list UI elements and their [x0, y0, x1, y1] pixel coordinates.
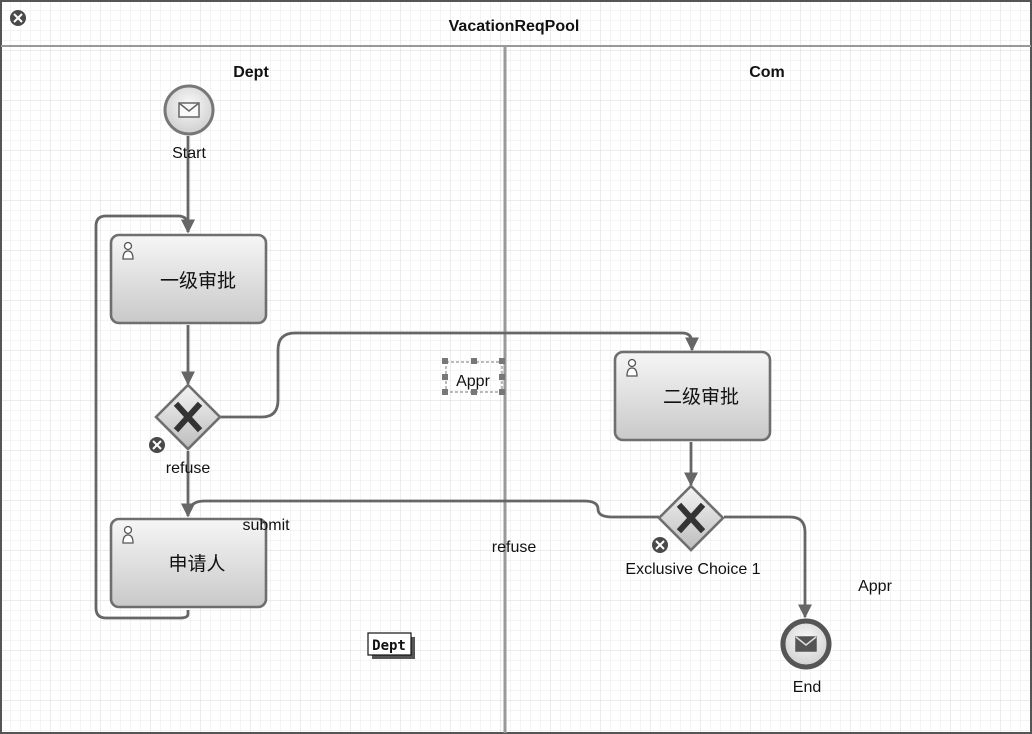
flow-label-submit[interactable]: submit	[242, 517, 290, 534]
task-level1[interactable]: 一级审批	[109, 233, 268, 325]
gateway-2[interactable]	[657, 484, 725, 552]
flow-applicant-to-level1[interactable]	[94, 214, 195, 620]
task-level2[interactable]: 二级审批	[613, 350, 772, 442]
gateway-1[interactable]	[154, 383, 222, 451]
start-event-label: Start	[172, 145, 206, 162]
flow-label-refuse-gw2[interactable]: refuse	[492, 539, 537, 556]
user-task-icon	[626, 358, 638, 377]
start-event[interactable]	[163, 84, 215, 136]
gateway-2-close-icon[interactable]	[652, 537, 668, 553]
gateway-2-label: Exclusive Choice 1	[625, 561, 760, 578]
message-icon	[795, 636, 817, 652]
close-pool-icon[interactable]	[10, 10, 26, 26]
exclusive-x-icon	[173, 401, 203, 433]
flow-label-appr: Appr	[456, 373, 490, 390]
lane-title-dept: Dept	[233, 64, 269, 81]
message-icon	[178, 102, 200, 118]
flow-label-appr-end[interactable]: Appr	[858, 578, 892, 595]
end-event[interactable]	[780, 618, 832, 670]
task-level1-label: 一级审批	[160, 270, 236, 292]
sequence-flows	[94, 136, 812, 620]
task-applicant[interactable]: 申请人	[109, 517, 268, 609]
flow-label-refuse-gw1[interactable]: refuse	[166, 460, 211, 477]
user-task-icon	[122, 525, 134, 544]
user-task-icon	[122, 241, 134, 260]
lane-title-com: Com	[749, 64, 785, 81]
selection-handles[interactable]	[442, 358, 505, 395]
flow-gw2-to-end[interactable]	[724, 515, 812, 619]
pool-title: VacationReqPool	[449, 18, 580, 35]
task-applicant-label: 申请人	[168, 553, 225, 575]
gateway-1-close-icon[interactable]	[149, 437, 165, 453]
task-level2-label: 二级审批	[663, 386, 739, 408]
exclusive-x-icon	[676, 502, 706, 534]
flow-gw1-to-level2[interactable]	[220, 331, 699, 419]
flow-label-appr-selected[interactable]: Appr	[442, 358, 505, 395]
lane-name-editor[interactable]: Dept	[367, 632, 415, 659]
editor-box	[367, 632, 412, 656]
flow-gw2-to-applicant[interactable]	[181, 499, 659, 519]
end-event-label: End	[793, 679, 821, 696]
lane-name-editor-input[interactable]: Dept	[372, 638, 406, 654]
